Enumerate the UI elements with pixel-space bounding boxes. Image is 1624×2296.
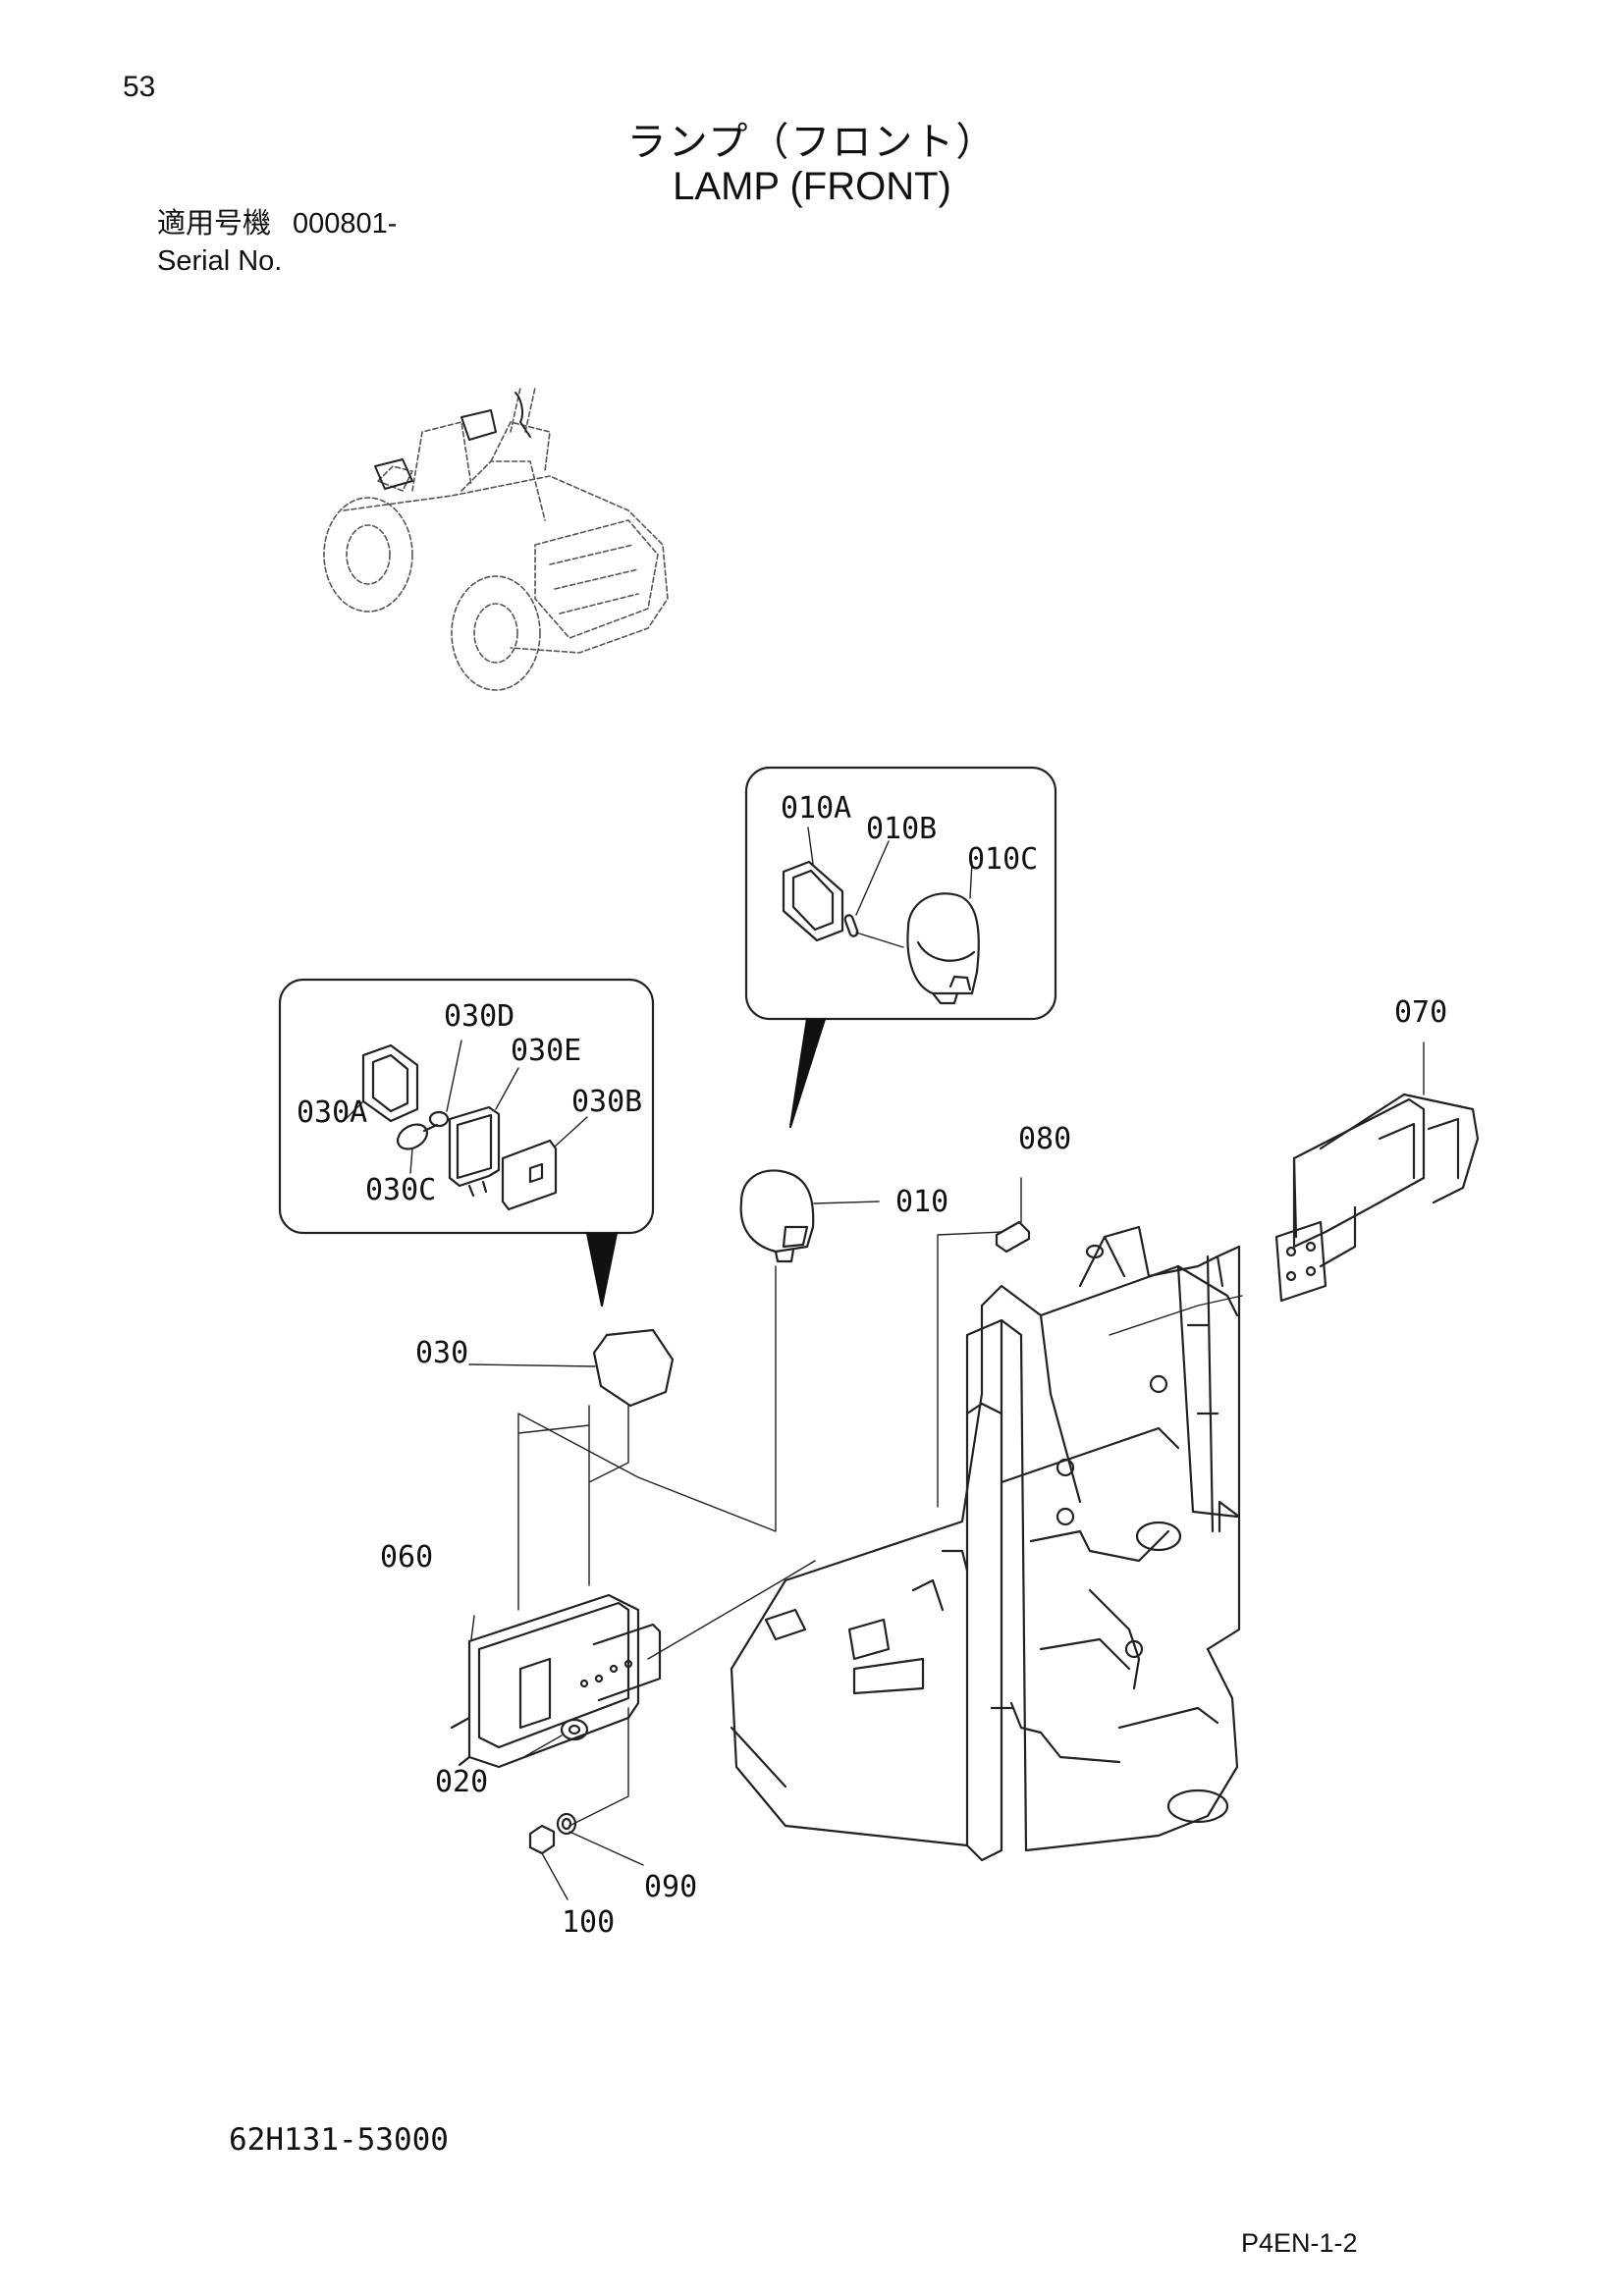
callout-010C: 010C (967, 842, 1038, 877)
page-reference: P4EN-1-2 (1241, 2228, 1358, 2258)
callout-030: 030 (415, 1336, 468, 1370)
title-japanese: ランプ（フロント） (626, 120, 998, 165)
part-code: 62H131-53000 (229, 2122, 449, 2158)
serial-value: 000801- (293, 208, 398, 240)
assembly-lines (517, 1231, 1243, 1827)
callout-070: 070 (1394, 995, 1447, 1030)
callout-030E: 030E (511, 1034, 581, 1068)
bracket-070 (1274, 1041, 1480, 1303)
callout-090: 090 (644, 1870, 697, 1904)
callout-060: 060 (380, 1540, 433, 1575)
machine-thumbnail (323, 387, 669, 691)
serial-line-jp: 適用号機 000801- (157, 204, 397, 242)
callout-030B: 030B (571, 1085, 642, 1119)
lamp-010 (739, 1169, 880, 1263)
thumbnail-lamps (374, 392, 531, 490)
callout-100: 100 (562, 1905, 615, 1940)
callout-010: 010 (895, 1185, 948, 1219)
serial-label-en: Serial No. (157, 245, 283, 277)
callout-010A: 010A (781, 791, 851, 826)
callout-030C: 030C (365, 1173, 436, 1207)
page-number: 53 (123, 71, 156, 103)
title-english: LAMP (FRONT) (673, 165, 951, 208)
callout-020: 020 (435, 1765, 488, 1799)
callout-080: 080 (1018, 1122, 1071, 1156)
lamp-030 (468, 1328, 675, 1408)
bolt-080 (995, 1177, 1031, 1254)
callout-010B: 010B (866, 812, 937, 846)
serial-label-jp: 適用号機 (157, 206, 272, 240)
bracket-060 (450, 1593, 662, 1769)
serial-block: 適用号機 000801- Serial No. (157, 204, 397, 280)
main-frame (730, 1225, 1241, 1862)
callout-030D: 030D (444, 999, 514, 1034)
callout-030A: 030A (297, 1095, 367, 1130)
detail-box-010 (744, 766, 1057, 1129)
fasteners (519, 1718, 644, 1900)
callout-labels: 010A 010B 010C 030D 030E 030B 030A 030C … (297, 791, 1447, 1940)
detail-box-030 (278, 978, 655, 1308)
